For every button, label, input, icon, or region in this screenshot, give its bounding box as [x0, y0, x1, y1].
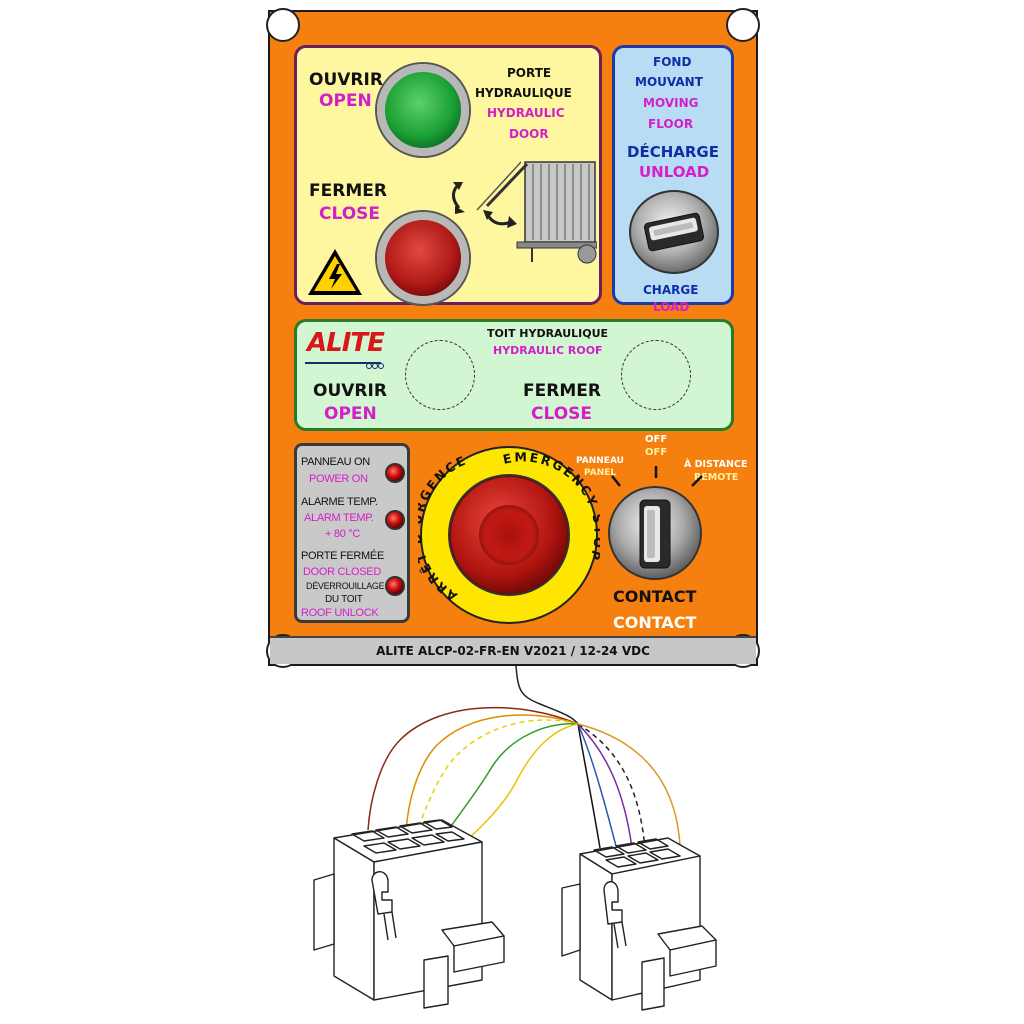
contact-position-ticks: [611, 466, 703, 487]
control-panel: OUVRIR OPEN FERMER CLOSE PORTE HYDRAULIQ…: [266, 8, 760, 668]
contact-panel-label-fr: PANNEAU: [576, 456, 624, 466]
alarm-temp-led: [385, 510, 405, 530]
door-title-en-1: HYDRAULIC: [487, 106, 565, 120]
wire-black-dashed: [577, 723, 647, 863]
door-closed-label-fr: PORTE FERMÉE: [301, 550, 384, 562]
door-close-button[interactable]: [377, 212, 469, 304]
wire-orange: [405, 714, 579, 833]
wire-purple: [577, 723, 633, 849]
roof-open-label-en: OPEN: [324, 404, 377, 424]
mounting-hole: [266, 8, 300, 42]
wire-brown: [367, 706, 579, 831]
floor-unload-label-fr: DÉCHARGE: [627, 143, 719, 161]
wire-yellow-dashed: [411, 719, 579, 849]
roof-close-label-fr: FERMER: [523, 381, 601, 401]
hydraulic-door-section: OUVRIR OPEN FERMER CLOSE PORTE HYDRAULIQ…: [294, 45, 602, 305]
door-open-label-en: OPEN: [319, 91, 372, 111]
floor-rotary-selector[interactable]: [627, 188, 721, 276]
floor-title-fr-2: MOUVANT: [635, 75, 703, 89]
door-title-fr-1: PORTE: [507, 66, 552, 80]
high-voltage-warning-icon: [308, 249, 362, 295]
floor-title-en-2: FLOOR: [648, 117, 694, 131]
contact-panel-label-en: PANEL: [584, 468, 617, 478]
trailer-door-icon: [452, 161, 597, 264]
roof-unlock-label-fr-1: DÉVERROUILLAGE: [306, 581, 385, 591]
roof-close-button-placeholder[interactable]: [621, 340, 691, 410]
door-open-button[interactable]: [377, 64, 469, 156]
emergency-stop-button[interactable]: [451, 477, 567, 593]
power-on-label-en: POWER ON: [309, 473, 368, 485]
contact-off-label-fr: OFF: [645, 434, 668, 445]
power-on-label-fr: PANNEAU ON: [301, 456, 370, 468]
contact-label-en: CONTACT: [613, 613, 697, 632]
model-footer-text: ALITE ALCP-02-FR-EN V2021 / 12-24 VDC: [376, 644, 650, 658]
alarm-temp-label-en: ALARM TEMP.: [304, 512, 374, 524]
contact-remote-label-fr: À DISTANCE: [684, 459, 748, 470]
roof-unlock-label-fr-2: DU TOIT: [325, 594, 363, 605]
model-footer: ALITE ALCP-02-FR-EN V2021 / 12-24 VDC: [270, 636, 756, 664]
power-on-led: [385, 463, 405, 483]
floor-load-label-en: LOAD: [653, 300, 690, 314]
wire-black: [577, 723, 601, 849]
door-closed-label-en: DOOR CLOSED: [303, 566, 381, 578]
contact-rotary-selector[interactable]: [606, 484, 704, 582]
alarm-temp-label-fr: ALARME TEMP.: [301, 496, 378, 508]
roof-open-button-placeholder[interactable]: [405, 340, 475, 410]
hydraulic-roof-section: ALITE TOIT HYDRAULIQUE HYDRAULIC ROOF OU…: [294, 319, 734, 431]
right-connector: [561, 837, 717, 1011]
alarm-temp-value: + 80 °C: [325, 528, 361, 540]
door-close-label-en: CLOSE: [319, 204, 381, 224]
contact-remote-label-en: REMOTE: [694, 472, 739, 483]
roof-title-en: HYDRAULIC ROOF: [493, 344, 603, 357]
mounting-hole: [726, 8, 760, 42]
roof-open-label-fr: OUVRIR: [313, 381, 387, 401]
alite-logo: ALITE: [307, 328, 385, 358]
door-closed-led: [385, 576, 405, 596]
roof-unlock-label-en: ROOF UNLOCK: [301, 607, 379, 619]
wire-blue: [577, 723, 617, 847]
door-open-label-fr: OUVRIR: [309, 70, 383, 90]
floor-title-fr-1: FOND: [653, 55, 692, 69]
left-connector: [313, 819, 505, 1009]
main-cable: [515, 665, 579, 725]
indicator-lights-section: PANNEAU ON POWER ON ALARME TEMP. ALARM T…: [294, 443, 410, 623]
wire-gold: [577, 723, 681, 847]
floor-title-en-1: MOVING: [643, 96, 699, 110]
floor-load-label-fr: CHARGE: [643, 283, 699, 297]
moving-floor-section: FOND MOUVANT MOVING FLOOR DÉCHARGE UNLOA…: [612, 45, 734, 313]
floor-unload-label-en: UNLOAD: [639, 163, 710, 181]
roof-title-fr: TOIT HYDRAULIQUE: [487, 327, 609, 340]
door-title-en-2: DOOR: [509, 127, 549, 141]
contact-label-fr: CONTACT: [613, 587, 697, 606]
door-close-label-fr: FERMER: [309, 181, 387, 201]
logo-trailer-mark: [305, 362, 384, 369]
roof-close-label-en: CLOSE: [531, 404, 593, 424]
door-title-fr-2: HYDRAULIQUE: [475, 86, 572, 100]
contact-off-label-en: OFF: [645, 447, 668, 458]
emergency-stop-cap: [479, 505, 539, 565]
